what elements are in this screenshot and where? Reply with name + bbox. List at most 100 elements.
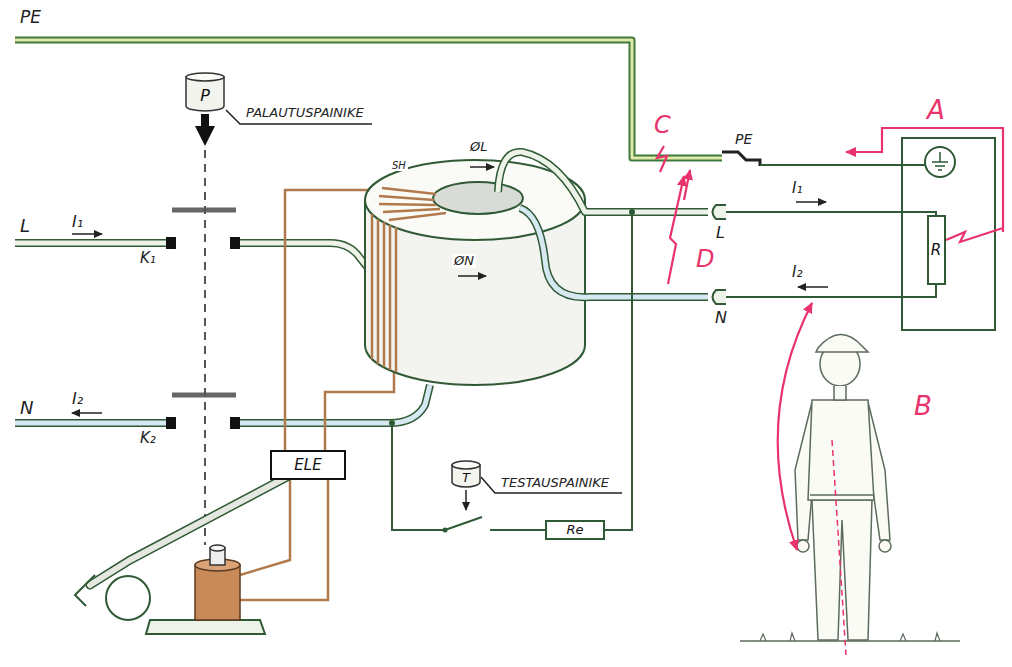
neutral-conductor <box>15 419 172 427</box>
fault-label: A <box>925 96 947 125</box>
ground-line <box>740 640 960 642</box>
sense-winding <box>383 222 386 367</box>
fault-path <box>946 228 1003 242</box>
line-conductor <box>15 243 368 268</box>
button-outline <box>186 77 224 111</box>
flux-label: ØL <box>468 140 489 154</box>
trip-mechanism <box>75 575 95 606</box>
sense-wire <box>240 190 394 600</box>
wire-name: N <box>18 398 35 418</box>
pe-wire <box>722 152 760 166</box>
neutral-conductor <box>236 385 430 423</box>
sense-wire <box>285 190 374 450</box>
current-arrow <box>72 233 102 235</box>
test-circuit <box>445 517 482 530</box>
current-label: I₁ <box>70 213 85 231</box>
sense-winding <box>382 188 436 194</box>
neutral-conductor <box>15 421 172 426</box>
current-arrow <box>798 286 828 288</box>
neutral-conductor <box>15 385 430 423</box>
current-label: I₂ <box>70 390 85 408</box>
current-arrow <box>72 412 102 414</box>
wire-name: L <box>18 216 32 236</box>
test-circuit <box>392 423 445 530</box>
pe-wire <box>15 40 722 158</box>
line-turn <box>498 152 708 212</box>
neutral-turn <box>520 208 708 297</box>
sense-winding <box>371 214 374 359</box>
person-figure <box>879 540 891 552</box>
sense-winding <box>383 209 440 212</box>
contact-k1 <box>166 210 240 249</box>
push-arrow <box>201 114 209 132</box>
fault-path <box>846 128 1003 232</box>
contact-k1 <box>166 237 176 249</box>
ground-line <box>740 633 960 641</box>
flux-label: ØN <box>452 254 476 268</box>
mechanical-link <box>204 150 206 545</box>
ground-line <box>760 633 940 641</box>
appliance <box>726 138 995 330</box>
fault-label: C <box>652 112 673 138</box>
fault-path <box>778 303 812 550</box>
wire-name: PE <box>18 8 43 27</box>
button-outline <box>452 461 480 469</box>
sense-winding <box>395 227 398 372</box>
terminal-label: L <box>714 224 727 242</box>
appliance <box>726 212 936 215</box>
sense-winding <box>372 188 446 372</box>
trip-mechanism <box>75 470 300 634</box>
sense-winding <box>389 213 446 220</box>
node-text: T <box>462 471 470 485</box>
toroid-core <box>365 160 585 385</box>
person-figure <box>808 400 874 500</box>
terminal <box>713 290 727 304</box>
fault-path <box>657 128 1003 655</box>
appliance <box>726 285 936 297</box>
contact-k2 <box>166 395 240 429</box>
trip-mechanism <box>106 576 150 620</box>
line-turn <box>498 152 708 212</box>
neutral-turn <box>520 208 708 297</box>
line-conductor <box>15 239 172 247</box>
terminal-label: PE <box>733 132 754 147</box>
resistor-symbol: Re <box>545 520 605 540</box>
person-figure <box>797 540 809 552</box>
test-circuit <box>389 420 395 426</box>
toroid-core <box>433 182 523 214</box>
reset-button: P <box>185 72 225 112</box>
button-outline <box>186 73 224 81</box>
sense-wire <box>325 372 394 450</box>
trip-mechanism <box>146 620 265 634</box>
sense-winding <box>377 219 380 364</box>
test-circuit <box>389 209 635 533</box>
part-name: PALAUTUSPAINIKE <box>244 106 366 120</box>
person-figure <box>816 334 868 352</box>
line-turn <box>498 152 708 212</box>
pe-wire <box>15 40 925 166</box>
person-figure <box>795 334 891 640</box>
pe-wire <box>760 164 925 166</box>
test-circuit <box>443 528 448 533</box>
load-resistor: R <box>927 215 946 285</box>
contact-k1 <box>230 237 240 249</box>
electronics-box: ELE <box>270 450 346 480</box>
node-text: P <box>200 87 210 105</box>
contact-k2 <box>166 417 176 429</box>
neutral-turn <box>520 208 708 297</box>
current-label: I₂ <box>790 264 804 281</box>
terminal-label: N <box>713 309 729 327</box>
sense-winding <box>379 204 436 205</box>
test-circuit <box>481 477 622 493</box>
fault-label: D <box>694 246 716 272</box>
person-figure <box>812 500 872 640</box>
node-text: ELE <box>294 457 321 474</box>
fault-path <box>668 176 684 284</box>
test-circuit <box>465 490 467 510</box>
current-label: I₁ <box>790 180 804 197</box>
appliance <box>925 147 955 177</box>
test-circuit <box>629 209 635 215</box>
line-conductor <box>15 241 172 246</box>
fault-path <box>832 440 846 655</box>
